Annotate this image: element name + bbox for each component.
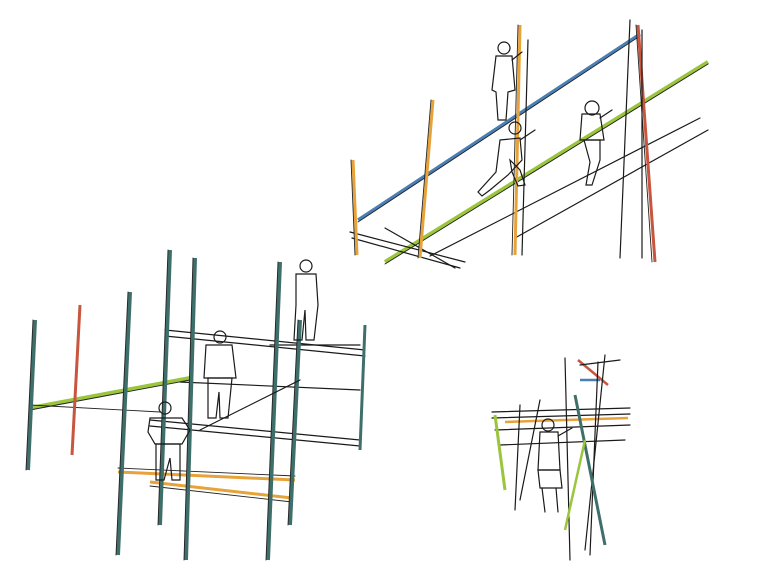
scaffold-top-right — [349, 19, 710, 269]
pole-teal-bottom-right — [573, 394, 607, 546]
pole-orange-vertical-2 — [418, 99, 435, 259]
worker-figure-top — [491, 41, 523, 121]
worker-figure-left-top — [293, 259, 319, 341]
pole-teal-vertical-3 — [158, 249, 172, 526]
pole-green-bottom-right-2 — [563, 439, 587, 531]
worker-figure-brown — [579, 100, 613, 186]
pole-orange-vertical-3 — [513, 24, 522, 256]
pole-black-diagonal-2 — [514, 129, 709, 239]
pole-orange-vertical-1 — [351, 159, 359, 256]
pole-red-vertical-left — [70, 304, 82, 456]
pole-teal-vertical-4 — [184, 257, 197, 561]
worker-figure-pink — [477, 121, 536, 197]
worker-figure-left-blue — [147, 401, 191, 481]
pole-black-vertical-2 — [619, 19, 631, 259]
pole-teal-vertical-5 — [266, 261, 282, 561]
pole-black-diagonal-1 — [429, 117, 701, 257]
pole-blue-diagonal — [357, 32, 641, 222]
pole-teal-vertical-1 — [26, 319, 37, 471]
scaffold-left — [25, 249, 367, 561]
pole-black-diagonal-3 — [349, 231, 466, 263]
pole-teal-vertical-6 — [288, 319, 302, 526]
pole-orange-base — [117, 470, 296, 482]
pole-black-vertical-1 — [521, 39, 529, 256]
pole-teal-vertical-7 — [358, 324, 367, 451]
pole-red-vertical — [636, 24, 657, 263]
worker-figure-left-pink — [203, 330, 237, 419]
pole-green-bottom-right — [493, 414, 507, 491]
scaffold-bottom-right — [491, 354, 631, 561]
pole-teal-vertical-2 — [116, 291, 132, 556]
worker-figure-bottom-right — [537, 418, 573, 513]
pole-green-diagonal — [383, 60, 710, 264]
